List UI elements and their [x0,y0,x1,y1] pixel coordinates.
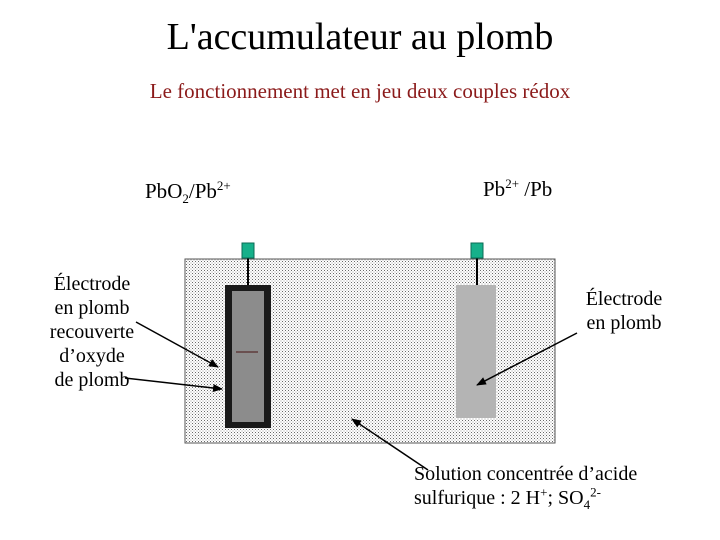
arrow-left-electrode-2 [124,377,223,392]
arrow-left-electrode-1 [135,321,219,368]
right-electrode [456,285,496,418]
left-electrode [225,285,271,428]
solution-label: Solution concentrée d’acide sulfurique :… [414,463,638,512]
left-electrode-body [232,291,264,422]
diagram-subtitle: Le fonctionnement met en jeu deux couple… [149,79,571,103]
left-electrode-label: Électrode en plomb recouverte d’oxyde de… [49,273,135,391]
arrow-right-electrode [476,332,578,386]
arrow-solution [351,418,429,471]
right-electrode-label: Électrode en plomb [585,288,663,334]
redox-couple-right: Pb2+ /Pb [483,176,553,201]
right-terminal [470,242,484,259]
redox-couple-left: PbO2/Pb2+ [145,178,231,207]
left-terminal [241,242,255,259]
diagram-title: L'accumulateur au plomb [166,16,554,58]
